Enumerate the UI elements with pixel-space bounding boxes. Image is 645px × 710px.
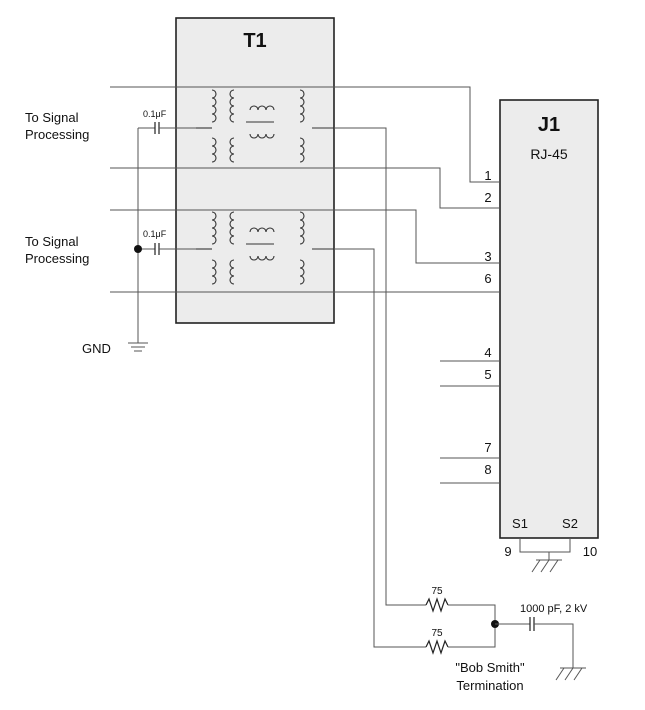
shield-pin-10-label: 10	[583, 544, 597, 559]
capacitor-1-label: 0.1μF	[143, 109, 167, 119]
transformer-windings	[196, 89, 334, 285]
transformer-body	[175, 17, 335, 324]
resistor-1-label: 75	[431, 586, 443, 597]
wire-centertap-2	[334, 248, 426, 648]
shield-pin-9-label: 9	[504, 544, 511, 559]
shield-s2-label: S2	[562, 516, 578, 531]
wire-pin-1	[110, 86, 500, 183]
wire-pin-2	[110, 167, 500, 209]
resistor-1-icon	[425, 597, 449, 613]
termination-label-line2: Termination	[456, 678, 523, 693]
termination-ground-symbol-icon	[555, 667, 586, 681]
signal-label-2-line2: Processing	[25, 251, 89, 266]
pin-7-label: 7	[484, 440, 491, 455]
pin-4-label: 4	[484, 345, 491, 360]
pin-6-label: 6	[484, 271, 491, 286]
pin-1-label: 1	[484, 168, 491, 183]
resistor-2-wire	[448, 624, 496, 648]
signal-label-1-line2: Processing	[25, 127, 89, 142]
signal-label-1-line1: To Signal	[25, 110, 79, 125]
ground-label: GND	[82, 341, 111, 356]
chassis-ground-symbol-icon	[531, 559, 562, 573]
capacitor-2-label: 0.1μF	[143, 229, 167, 239]
shield-s1-label: S1	[512, 516, 528, 531]
wire-centertap-1	[334, 127, 426, 606]
transformer-label: T1	[243, 30, 266, 52]
connector-type-label: RJ-45	[530, 146, 568, 162]
shield-s2-wire	[549, 538, 571, 553]
hv-cap-lead-right	[534, 623, 574, 668]
termination-label-line1: "Bob Smith"	[455, 660, 525, 675]
pin-2-label: 2	[484, 190, 491, 205]
pin-5-label: 5	[484, 367, 491, 382]
connector-label: J1	[538, 114, 560, 136]
gnd-junction-dot	[134, 245, 142, 253]
resistor-1-wire	[448, 604, 496, 624]
connector-body	[499, 99, 599, 539]
resistor-2-label: 75	[431, 628, 443, 639]
pin-8-label: 8	[484, 462, 491, 477]
wire-pin-3	[110, 209, 500, 264]
resistor-2-icon	[425, 639, 449, 655]
pin-3-label: 3	[484, 249, 491, 264]
hv-capacitor-label: 1000 pF, 2 kV	[520, 603, 588, 615]
signal-label-2-line1: To Signal	[25, 234, 79, 249]
shield-s1-wire	[519, 538, 549, 553]
